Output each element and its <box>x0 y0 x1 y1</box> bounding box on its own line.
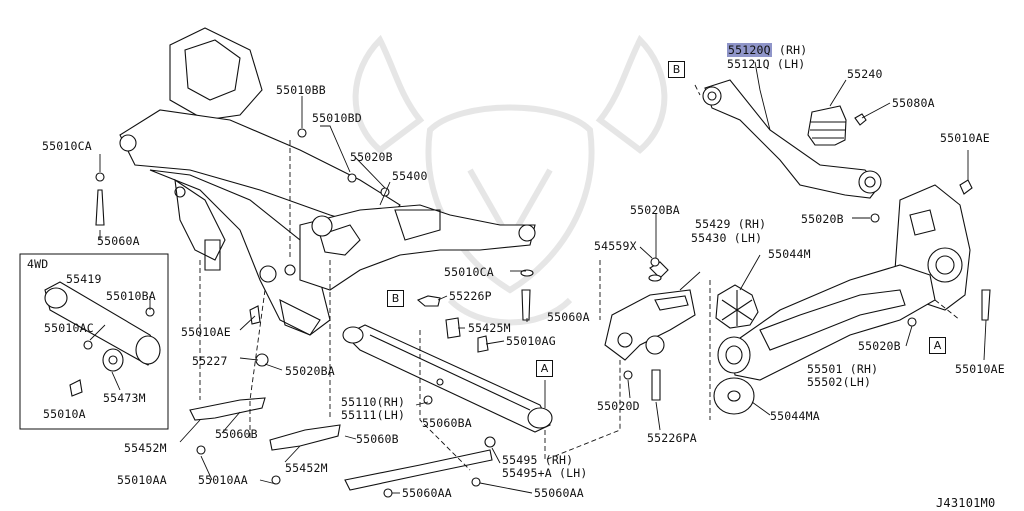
label-55430-lh: 55430 (LH) <box>691 231 763 245</box>
highlighted-part-number: 55120Q <box>727 43 772 57</box>
label-55120Q: 55120Q (RH) <box>727 43 808 57</box>
label-55010BB: 55010BB <box>276 83 326 97</box>
label-55010AE-left: 55010AE <box>181 325 231 339</box>
ref-box-a-mid: A <box>536 360 553 377</box>
watermark-emblem <box>352 34 668 326</box>
label-55010CA-mid: 55010CA <box>444 265 494 279</box>
label-55060B-mid: 55060B <box>356 432 399 446</box>
rear-subframe <box>119 27 536 336</box>
label-55010AG: 55010AG <box>506 334 556 348</box>
diagram-id: J43101M0 <box>936 496 996 510</box>
label-55010CA-top-left: 55010CA <box>42 139 92 153</box>
label-55010AC: 55010AC <box>44 321 94 335</box>
label-55010AE-far: 55010AE <box>955 362 1005 376</box>
label-55010BA: 55010BA <box>106 289 156 303</box>
label-55060AA-1: 55060AA <box>402 486 452 500</box>
lower-brackets <box>189 397 496 491</box>
label-55020BA-right: 55020BA <box>630 203 680 217</box>
label-55452M-left: 55452M <box>124 441 167 455</box>
label-4wd: 4WD <box>27 257 49 271</box>
upper-link-arm <box>702 79 882 199</box>
label-55080A: 55080A <box>892 96 935 110</box>
spring-seats <box>713 284 759 415</box>
label-55060BA: 55060BA <box>422 416 472 430</box>
label-55010AA-2: 55010AA <box>198 473 248 487</box>
label-55226P: 55226P <box>449 289 492 303</box>
label-55020BA-mid: 55020BA <box>285 364 335 378</box>
ref-box-a-right: A <box>929 337 946 354</box>
label-55010AA-1: 55010AA <box>117 473 167 487</box>
label-55425M: 55425M <box>468 321 511 335</box>
label-55020B-arm: 55020B <box>858 339 901 353</box>
label-55060B-left: 55060B <box>215 427 258 441</box>
label-55240: 55240 <box>847 67 883 81</box>
label-55020D: 55020D <box>597 399 640 413</box>
label-55495-rh: 55495 (RH) <box>502 453 574 467</box>
label-55060A-mid: 55060A <box>547 310 590 324</box>
label-55044M: 55044M <box>768 247 811 261</box>
label-55020B-top: 55020B <box>350 150 393 164</box>
fasteners <box>69 128 991 498</box>
ref-box-b-top: B <box>668 61 685 78</box>
leader-lines <box>89 61 987 494</box>
label-55495a-lh: 55495+A (LH) <box>502 466 588 480</box>
label-55502-lh: 55502(LH) <box>807 375 872 389</box>
label-55010AE-right: 55010AE <box>940 131 990 145</box>
4wd-link <box>44 281 161 372</box>
4wd-inset-box <box>19 253 169 430</box>
label-55419: 55419 <box>66 272 102 286</box>
label-55020B-right: 55020B <box>801 212 844 226</box>
bump-stop <box>807 105 867 146</box>
label-55110-rh: 55110(RH) <box>341 395 406 409</box>
label-55010BD: 55010BD <box>312 111 362 125</box>
lower-link <box>342 324 553 433</box>
label-54559X: 54559X <box>594 239 637 253</box>
label-55044MA: 55044MA <box>770 409 820 423</box>
label-55010A: 55010A <box>43 407 86 421</box>
label-55429-rh: 55429 (RH) <box>695 217 767 231</box>
label-55452M-mid: 55452M <box>285 461 328 475</box>
label-55400: 55400 <box>392 169 428 183</box>
label-55227: 55227 <box>192 354 228 368</box>
dashed-alignment-lines <box>199 84 961 471</box>
label-55060A-left: 55060A <box>97 234 140 248</box>
label-55501-rh: 55501 (RH) <box>807 362 879 376</box>
ref-box-b-mid: B <box>387 290 404 307</box>
label-55473M: 55473M <box>103 391 146 405</box>
label-55226PA: 55226PA <box>647 431 697 445</box>
label-55060AA-2: 55060AA <box>534 486 584 500</box>
label-55111-lh: 55111(LH) <box>341 408 406 422</box>
lower-control-arm <box>717 264 936 381</box>
label-55121Q: 55121Q (LH) <box>727 57 806 71</box>
